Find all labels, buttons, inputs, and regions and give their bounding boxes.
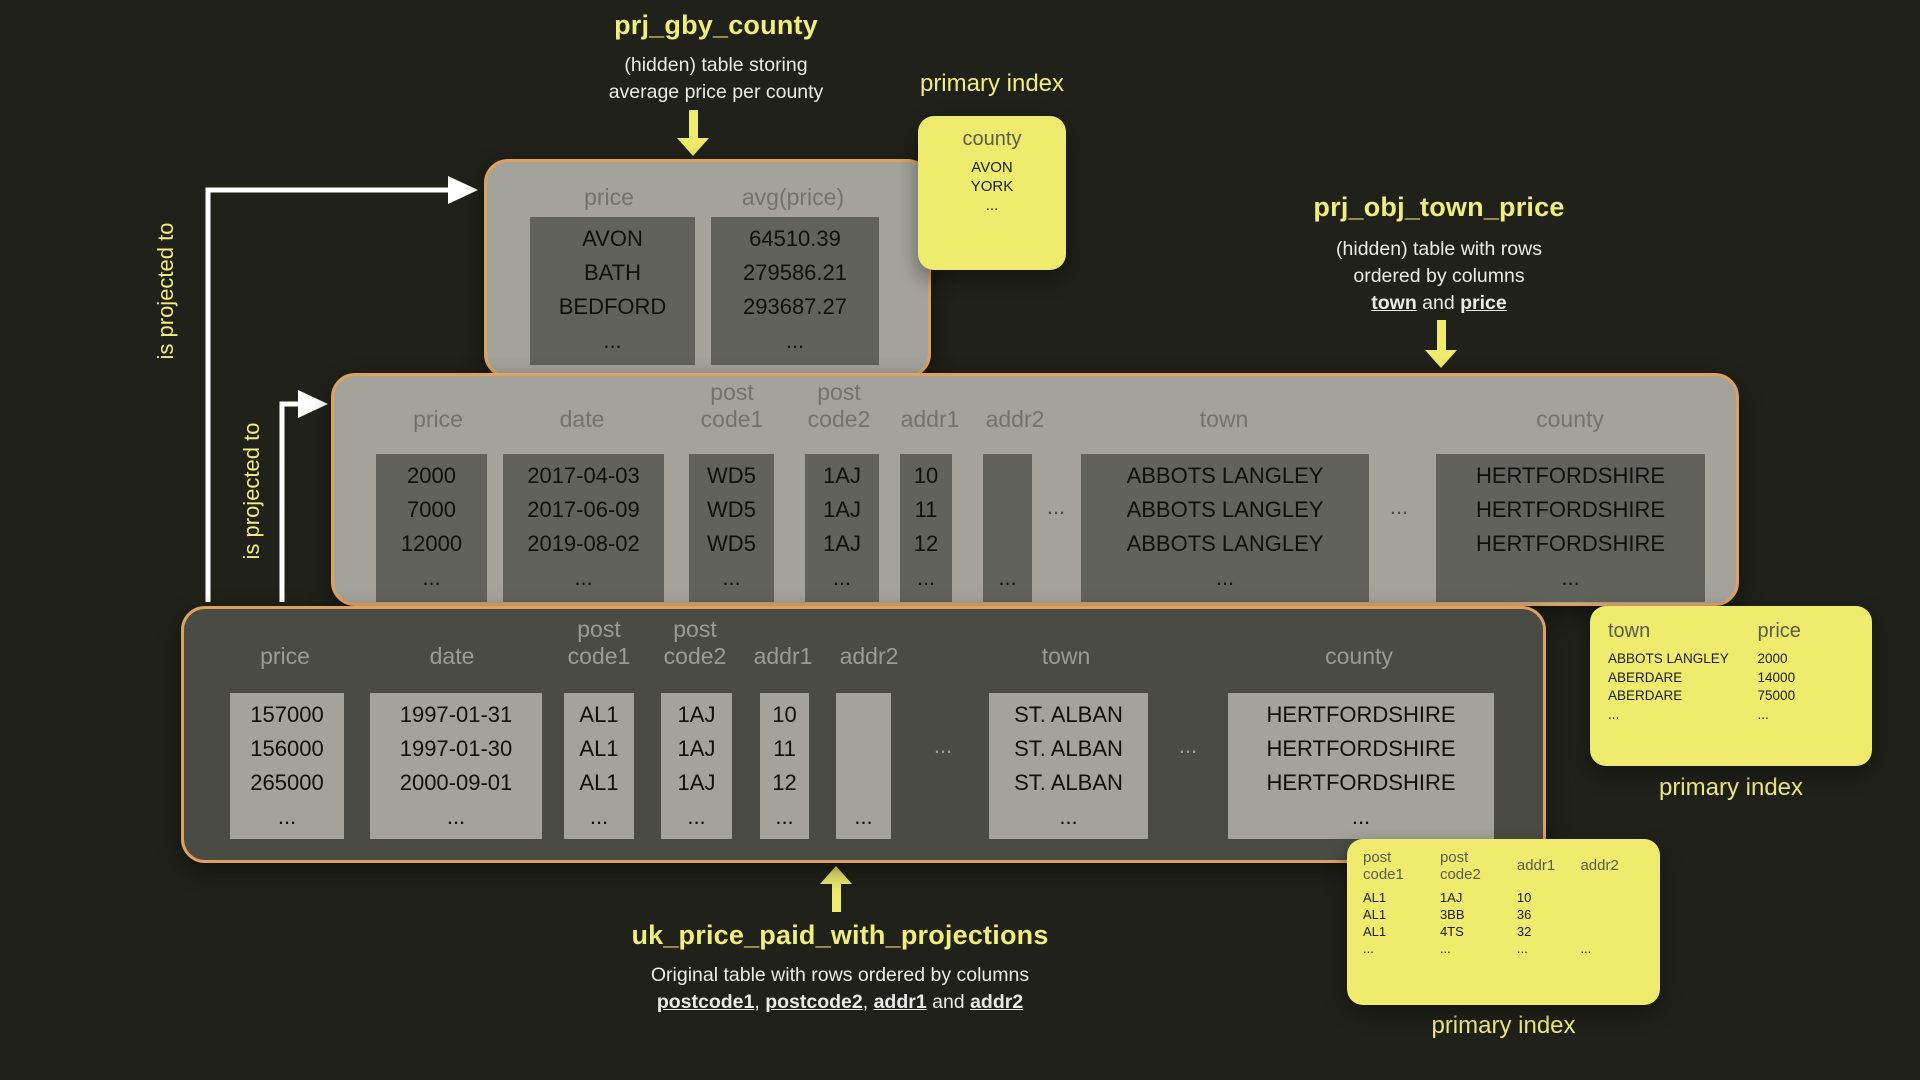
middle-table-title: prj_obj_town_price [1313,192,1565,222]
bot-header-addr1: addr1 [753,643,813,669]
bot-col-town-values: ST. ALBAN ST. ALBAN ST. ALBAN ... [989,693,1148,839]
top-header-price: price [584,184,634,210]
top-table-subtitle: (hidden) table storing average price per… [608,54,824,103]
town-price-index-label: primary index [1658,774,1804,801]
mid-header-post1: post code1 [700,379,764,432]
bottom-subtitle-line1: Original table with rows ordered by colu… [650,964,1030,986]
ordering-sep3: and [926,991,971,1013]
postcode-index-label: primary index [1431,1012,1576,1039]
arrow-up-to-bottom-table-icon [820,866,852,912]
top-table: price avg(price) AVON BATH BEDFORD ... 6… [484,159,931,378]
mid-header-price: price [413,406,463,432]
bot-header-addr2: addr2 [839,643,899,669]
index-header-post1: post code1 [1363,849,1404,883]
mid-ellipsis-2: ... [1389,494,1409,519]
bot-header-post2: post code2 [663,616,727,669]
town-price-index-card: town price ABBOTS LANGLEY ABERDARE ABERD… [1590,606,1872,766]
bottom-subtitle-ordering: postcode1, postcode2, addr1 and addr2 [540,989,1140,1016]
top-index-header: county [962,128,1022,150]
bot-header-date: date [429,643,475,669]
top-col-county-values: AVON BATH BEDFORD ... [530,217,695,365]
is-projected-to-label-2: is projected to [239,422,264,560]
top-primary-index-card: county AVON YORK ... [918,116,1066,270]
bot-col-post2-values: 1AJ 1AJ 1AJ ... [661,693,732,839]
mid-col-addr1-values: 10 11 12 ... [900,454,952,602]
bot-col-post1-values: AL1 AL1 AL1 ... [564,693,634,839]
bot-col-addr1-values: 10 11 12 ... [760,693,809,839]
mid-header-town: town [1199,406,1249,432]
mid-col-post2-values: 1AJ 1AJ 1AJ ... [805,454,879,602]
index-addr2-values: ... [1580,941,1592,956]
mid-col-date-values: 2017-04-03 2017-06-09 2019-08-02 ... [503,454,664,602]
mid-col-county-values: HERTFORDSHIRE HERTFORDSHIRE HERTFORDSHIR… [1436,454,1705,602]
ordering-col-addr1: addr1 [873,991,927,1013]
ordering-sep2: , [862,991,874,1013]
index-price-values: 2000 14000 75000 ... [1757,651,1796,722]
postcode-index-card: post code1 post code2 addr1 addr2 AL1 AL… [1347,839,1660,1005]
mid-col-addr2-values: ... [983,454,1032,602]
middle-table: price date post code1 post code2 addr1 a… [331,373,1739,606]
bot-header-price: price [260,643,310,669]
middle-subtitle-lines: (hidden) table with rows ordered by colu… [1336,238,1542,287]
bot-col-addr2-values: ... [836,693,891,839]
projection-arrow-to-middle-table [279,390,328,602]
bot-ellipsis-1: ... [933,733,953,758]
middle-subtitle-ordering: town and price [1264,290,1614,317]
bottom-table-title: uk_price_paid_with_projections [631,920,1049,950]
bot-col-date-values: 1997-01-31 1997-01-30 2000-09-01 ... [370,693,542,839]
mid-header-addr1: addr1 [900,406,960,432]
bot-header-town: town [1041,643,1091,669]
ordering-col-price: price [1460,292,1507,314]
index-header-price: price [1757,620,1801,642]
ordering-col-addr2: addr2 [970,991,1024,1013]
middle-table-subtitle: (hidden) table with rows ordered by colu… [1264,236,1614,317]
index-header-town: town [1608,620,1651,642]
bot-col-county-values: HERTFORDSHIRE HERTFORDSHIRE HERTFORDSHIR… [1228,693,1494,839]
bot-header-post1: post code1 [567,616,631,669]
bot-col-price-values: 157000 156000 265000 ... [230,693,344,839]
mid-col-price-values: 2000 7000 12000 ... [376,454,487,602]
index-post1-values: AL1 AL1 AL1 ... [1363,890,1387,956]
mid-col-post1-values: WD5 WD5 WD5 ... [689,454,774,602]
mid-ellipsis-1: ... [1046,494,1066,519]
bot-header-county: county [1325,643,1393,669]
bottom-table-subtitle: Original table with rows ordered by colu… [540,962,1140,1016]
index-header-addr2: addr2 [1580,857,1619,874]
mid-header-addr2: addr2 [985,406,1045,432]
is-projected-to-label-1: is projected to [153,222,178,360]
bottom-table: price date post code1 post code2 addr1 a… [181,606,1546,863]
mid-header-date: date [559,406,605,432]
mid-header-post2: post code2 [807,379,871,432]
index-town-values: ABBOTS LANGLEY ABERDARE ABERDARE ... [1608,651,1729,722]
index-post2-values: 1AJ 3BB 4TS ... [1439,890,1465,956]
top-header-avg-price: avg(price) [741,184,845,210]
arrow-down-to-top-table-icon [677,110,709,156]
ordering-sep1: , [754,991,766,1013]
index-addr1-values: 10 36 32 ... [1516,890,1532,956]
top-index-values: AVON YORK ... [970,159,1014,214]
index-header-addr1: addr1 [1516,857,1556,874]
ordering-col-town: town [1371,292,1417,314]
ordering-col-postcode1: postcode1 [656,991,755,1013]
mid-header-county: county [1536,406,1604,432]
ordering-col-postcode2: postcode2 [765,991,863,1013]
index-header-post2: post code2 [1439,849,1481,883]
top-col-avgprice-values: 64510.39 279586.21 293687.27 ... [711,217,879,365]
top-primary-index-label: primary index [919,70,1065,97]
ordering-sep: and [1416,292,1461,314]
top-table-title: prj_gby_county [614,10,818,40]
bot-ellipsis-2: ... [1178,733,1198,758]
mid-col-town-values: ABBOTS LANGLEY ABBOTS LANGLEY ABBOTS LAN… [1081,454,1369,602]
arrow-down-to-middle-table-icon [1425,320,1457,368]
